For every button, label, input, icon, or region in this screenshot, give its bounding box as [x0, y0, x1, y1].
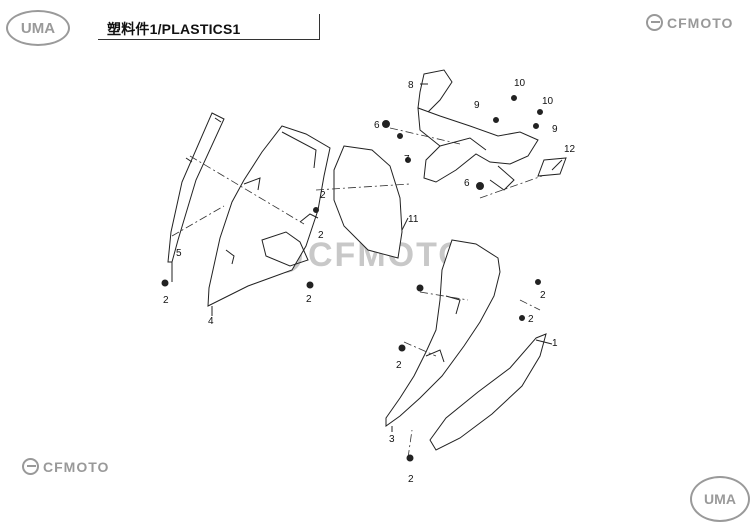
uma-logo-bottom: UMA — [690, 476, 750, 522]
cfmoto-logo-text: CFMOTO — [43, 458, 110, 475]
cfmoto-logo-top: CFMOTO — [646, 14, 733, 31]
callout-2c: 2 — [306, 294, 312, 305]
fastener-icon — [398, 344, 406, 352]
callout-6b: 6 — [464, 178, 470, 189]
fastener-icon — [161, 279, 169, 287]
fastener-icon — [397, 133, 403, 139]
part-5-side-panel — [167, 112, 225, 263]
fastener-icon — [476, 182, 484, 190]
callout-2b: 2 — [318, 230, 324, 241]
callout-5: 5 — [176, 248, 182, 259]
callout-2e: 2 — [396, 360, 402, 371]
uma-logo-top: UMA — [6, 10, 70, 46]
callout-11: 11 — [408, 214, 419, 225]
uma-logo-text: UMA — [20, 19, 56, 37]
callout-2g: 2 — [540, 290, 546, 301]
cfmoto-emblem-icon — [22, 458, 39, 475]
callout-4: 4 — [208, 316, 214, 327]
title-underline — [98, 39, 320, 40]
callout-9b: 9 — [552, 124, 558, 135]
callout-12: 12 — [564, 144, 576, 155]
uma-logo-text: UMA — [704, 491, 736, 507]
callout-7: 7 — [404, 154, 410, 165]
fastener-icon — [405, 157, 411, 163]
fastener-icon — [406, 454, 414, 462]
cfmoto-emblem-icon — [646, 14, 663, 31]
part-11-windscreen — [333, 145, 403, 259]
part-1-front-panel — [429, 333, 547, 451]
callout-9a: 9 — [474, 100, 480, 111]
callout-6a: 6 — [374, 120, 380, 131]
callout-2f: 2 — [408, 474, 414, 485]
part-3-lower-cowl — [385, 239, 501, 427]
fastener-icon — [519, 315, 525, 321]
callout-8: 8 — [408, 80, 414, 91]
callout-10b: 10 — [542, 96, 554, 107]
cfmoto-logo-text: CFMOTO — [667, 14, 734, 31]
fastener-icon — [511, 95, 517, 101]
cfmoto-logo-bottom: CFMOTO — [22, 458, 109, 475]
callout-2h: 2 — [528, 314, 534, 325]
callout-1: 1 — [552, 338, 558, 349]
callout-10a: 10 — [514, 78, 526, 89]
fastener-icon — [313, 207, 319, 213]
fastener-icon — [493, 117, 499, 123]
callout-2a: 2 — [163, 295, 169, 306]
fastener-icon — [537, 109, 543, 115]
fastener-icon — [535, 279, 541, 285]
fastener-icon — [533, 123, 539, 129]
fastener-icon — [416, 284, 424, 292]
part-8-bracket — [417, 69, 453, 113]
page-title: 塑料件1/PLASTICS1 — [107, 21, 241, 37]
fastener-icon — [382, 120, 390, 128]
callout-2d: 2 — [320, 190, 326, 201]
part-4-inner-cowl — [207, 125, 331, 307]
title-divider — [319, 14, 320, 40]
fastener-icon — [306, 281, 314, 289]
callout-3: 3 — [389, 434, 395, 445]
